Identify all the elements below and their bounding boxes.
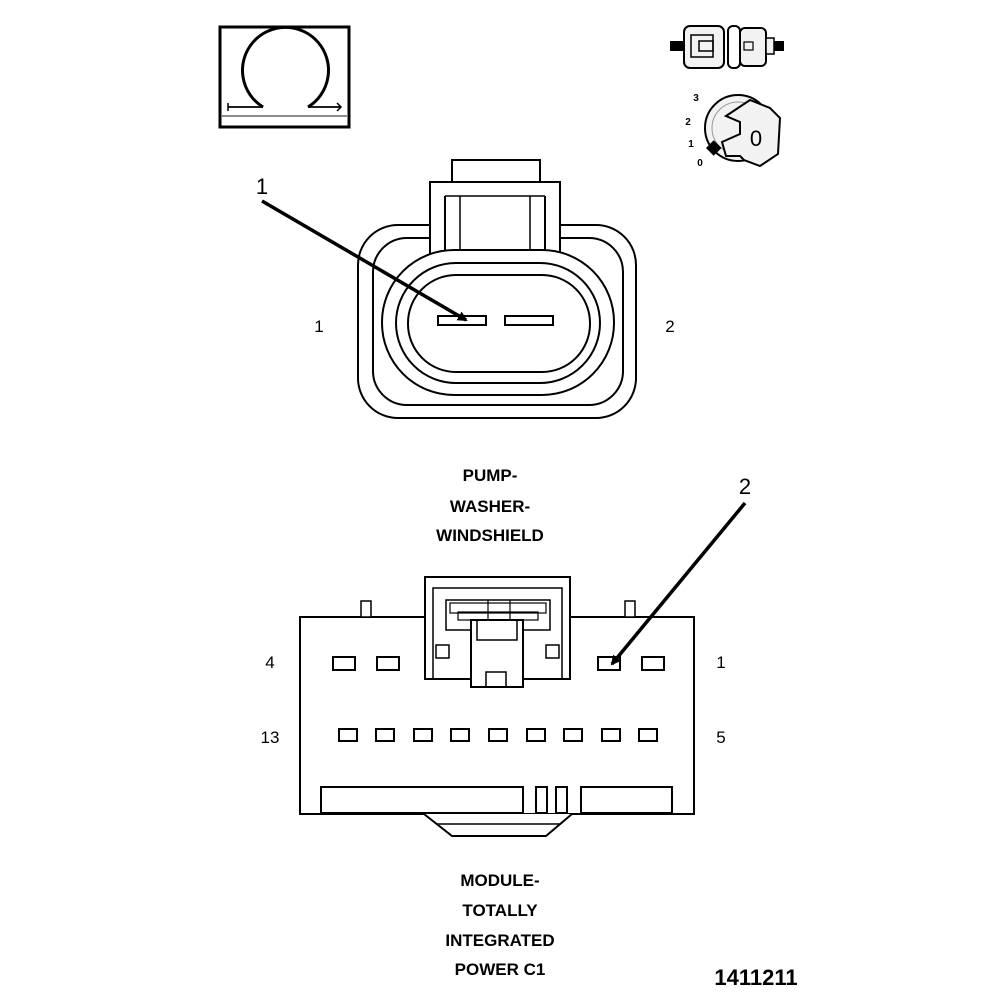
pin-label-4: 4 bbox=[265, 653, 274, 672]
pin-label-top-1: 1 bbox=[716, 653, 725, 672]
figure-number: 1411211 bbox=[714, 965, 797, 990]
connector-name-line-1: PUMP- bbox=[463, 466, 518, 485]
connector-name-line-3: WINDSHIELD bbox=[436, 526, 544, 545]
tipm-connector bbox=[299, 576, 695, 837]
ignition-position-1: 1 bbox=[688, 139, 694, 150]
pin-label-13: 13 bbox=[261, 728, 280, 747]
pin-label-2: 2 bbox=[665, 317, 674, 336]
ignition-position-0: 0 bbox=[697, 158, 703, 169]
disconnected-connector-icon bbox=[670, 25, 784, 69]
ignition-position-3: 3 bbox=[693, 93, 699, 104]
pump-washer-connector bbox=[357, 159, 637, 419]
callout-2: 2 bbox=[739, 474, 751, 499]
ohmmeter-icon bbox=[218, 25, 351, 129]
ignition-key-icon: 3 2 1 0 0 bbox=[685, 93, 782, 169]
pin-label-5: 5 bbox=[716, 728, 725, 747]
ignition-key-label: 0 bbox=[750, 126, 762, 151]
callout-1-arrow bbox=[261, 199, 468, 322]
module-name-line-3: INTEGRATED bbox=[445, 931, 554, 950]
connector-name-line-2: WASHER- bbox=[450, 497, 530, 516]
pin-label-1: 1 bbox=[314, 317, 323, 336]
module-name-line-1: MODULE- bbox=[460, 871, 539, 890]
module-name-line-4: POWER C1 bbox=[455, 960, 546, 979]
callout-1: 1 bbox=[256, 174, 268, 199]
ignition-position-2: 2 bbox=[685, 117, 691, 128]
module-name-line-2: TOTALLY bbox=[462, 901, 538, 920]
terminal-pin-2 bbox=[504, 315, 554, 326]
callout-2-arrow bbox=[610, 501, 747, 666]
